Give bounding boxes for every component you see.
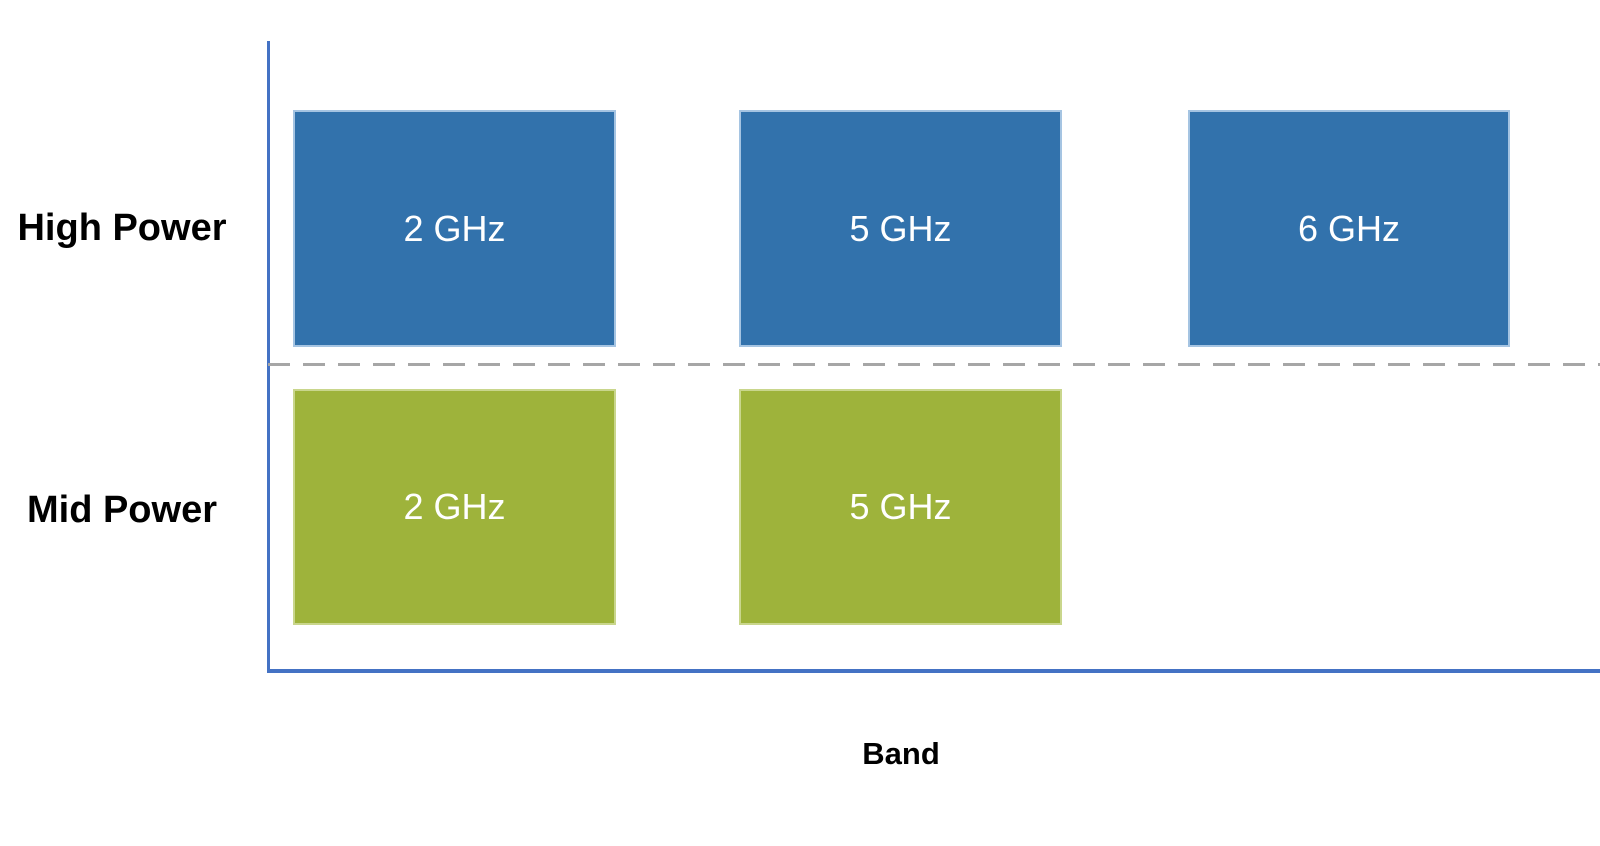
band-box-mid-5ghz: 5 GHz	[739, 389, 1062, 625]
x-axis-line	[267, 669, 1600, 673]
row-label-high-power: High Power	[17, 207, 227, 249]
power-level-divider-dashed-line	[268, 363, 1600, 366]
band-box-high-5ghz: 5 GHz	[739, 110, 1062, 347]
band-box-label: 2 GHz	[403, 207, 506, 249]
band-box-mid-2ghz: 2 GHz	[293, 389, 616, 625]
y-axis-line	[267, 41, 270, 672]
band-box-label: 2 GHz	[403, 486, 506, 527]
band-box-label: 6 GHz	[1297, 207, 1401, 249]
band-box-high-6ghz: 6 GHz	[1188, 110, 1510, 347]
row-label-mid-power: Mid Power	[26, 489, 218, 531]
band-box-high-2ghz: 2 GHz	[293, 110, 616, 347]
band-box-label: 5 GHz	[849, 207, 952, 249]
band-box-label: 5 GHz	[849, 486, 952, 527]
x-axis-title: Band	[862, 736, 940, 771]
